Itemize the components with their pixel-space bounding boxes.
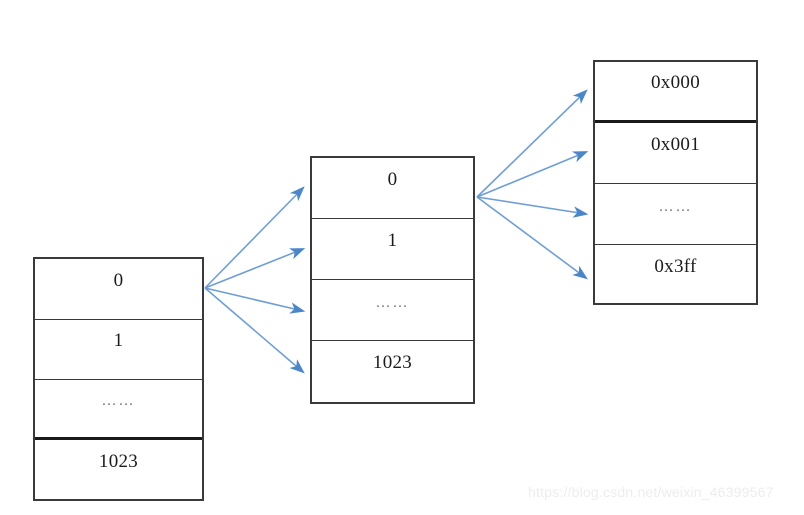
right-table-row-0: 0x000 (595, 62, 756, 123)
cell-label: 0x000 (651, 71, 700, 93)
cell-label: …… (375, 294, 410, 311)
arrow-mid-to-right-3 (476, 196, 589, 218)
arrow-mid-to-right-1 (476, 89, 588, 198)
left-table-row-3: 1023 (35, 440, 202, 501)
cell-label: 0 (387, 168, 398, 190)
arrow-mid-to-right-4 (476, 196, 588, 280)
cell-label: 1023 (98, 451, 139, 472)
right-table-row-1: 0x001 (595, 123, 756, 184)
arrow-left-to-mid-3 (204, 287, 306, 314)
arrow-mid-to-right-2 (476, 151, 589, 198)
left-table-row-ellipsis: …… (35, 380, 202, 440)
cell-label: 0 (113, 269, 124, 291)
cell-label: 0x3ff (654, 256, 697, 277)
watermark-text: https://blog.csdn.net/weixin_46399567 (528, 484, 774, 500)
cell-label: 1023 (372, 352, 413, 373)
middle-table-row-1: 1 (312, 219, 473, 280)
arrow-left-to-mid-1 (204, 186, 305, 289)
right-table-row-ellipsis: …… (595, 184, 756, 245)
cell-label: 1 (113, 330, 124, 351)
arrow-left-to-mid-2 (204, 248, 306, 289)
middle-table-row-ellipsis: …… (312, 280, 473, 341)
cell-label: 0x001 (651, 133, 700, 155)
left-table-row-0: 0 (35, 259, 202, 320)
right-table: 0x000 0x001 …… 0x3ff (593, 60, 758, 305)
left-table: 0 1 …… 1023 (33, 257, 204, 501)
cell-label: 1 (387, 229, 398, 251)
cell-label: …… (101, 393, 136, 409)
left-table-row-1: 1 (35, 320, 202, 380)
cell-label: …… (658, 198, 693, 215)
arrow-left-to-mid-4 (204, 287, 305, 374)
middle-table: 0 1 …… 1023 (310, 156, 475, 404)
right-table-row-3: 0x3ff (595, 245, 756, 306)
middle-table-row-0: 0 (312, 158, 473, 219)
middle-table-row-3: 1023 (312, 341, 473, 402)
